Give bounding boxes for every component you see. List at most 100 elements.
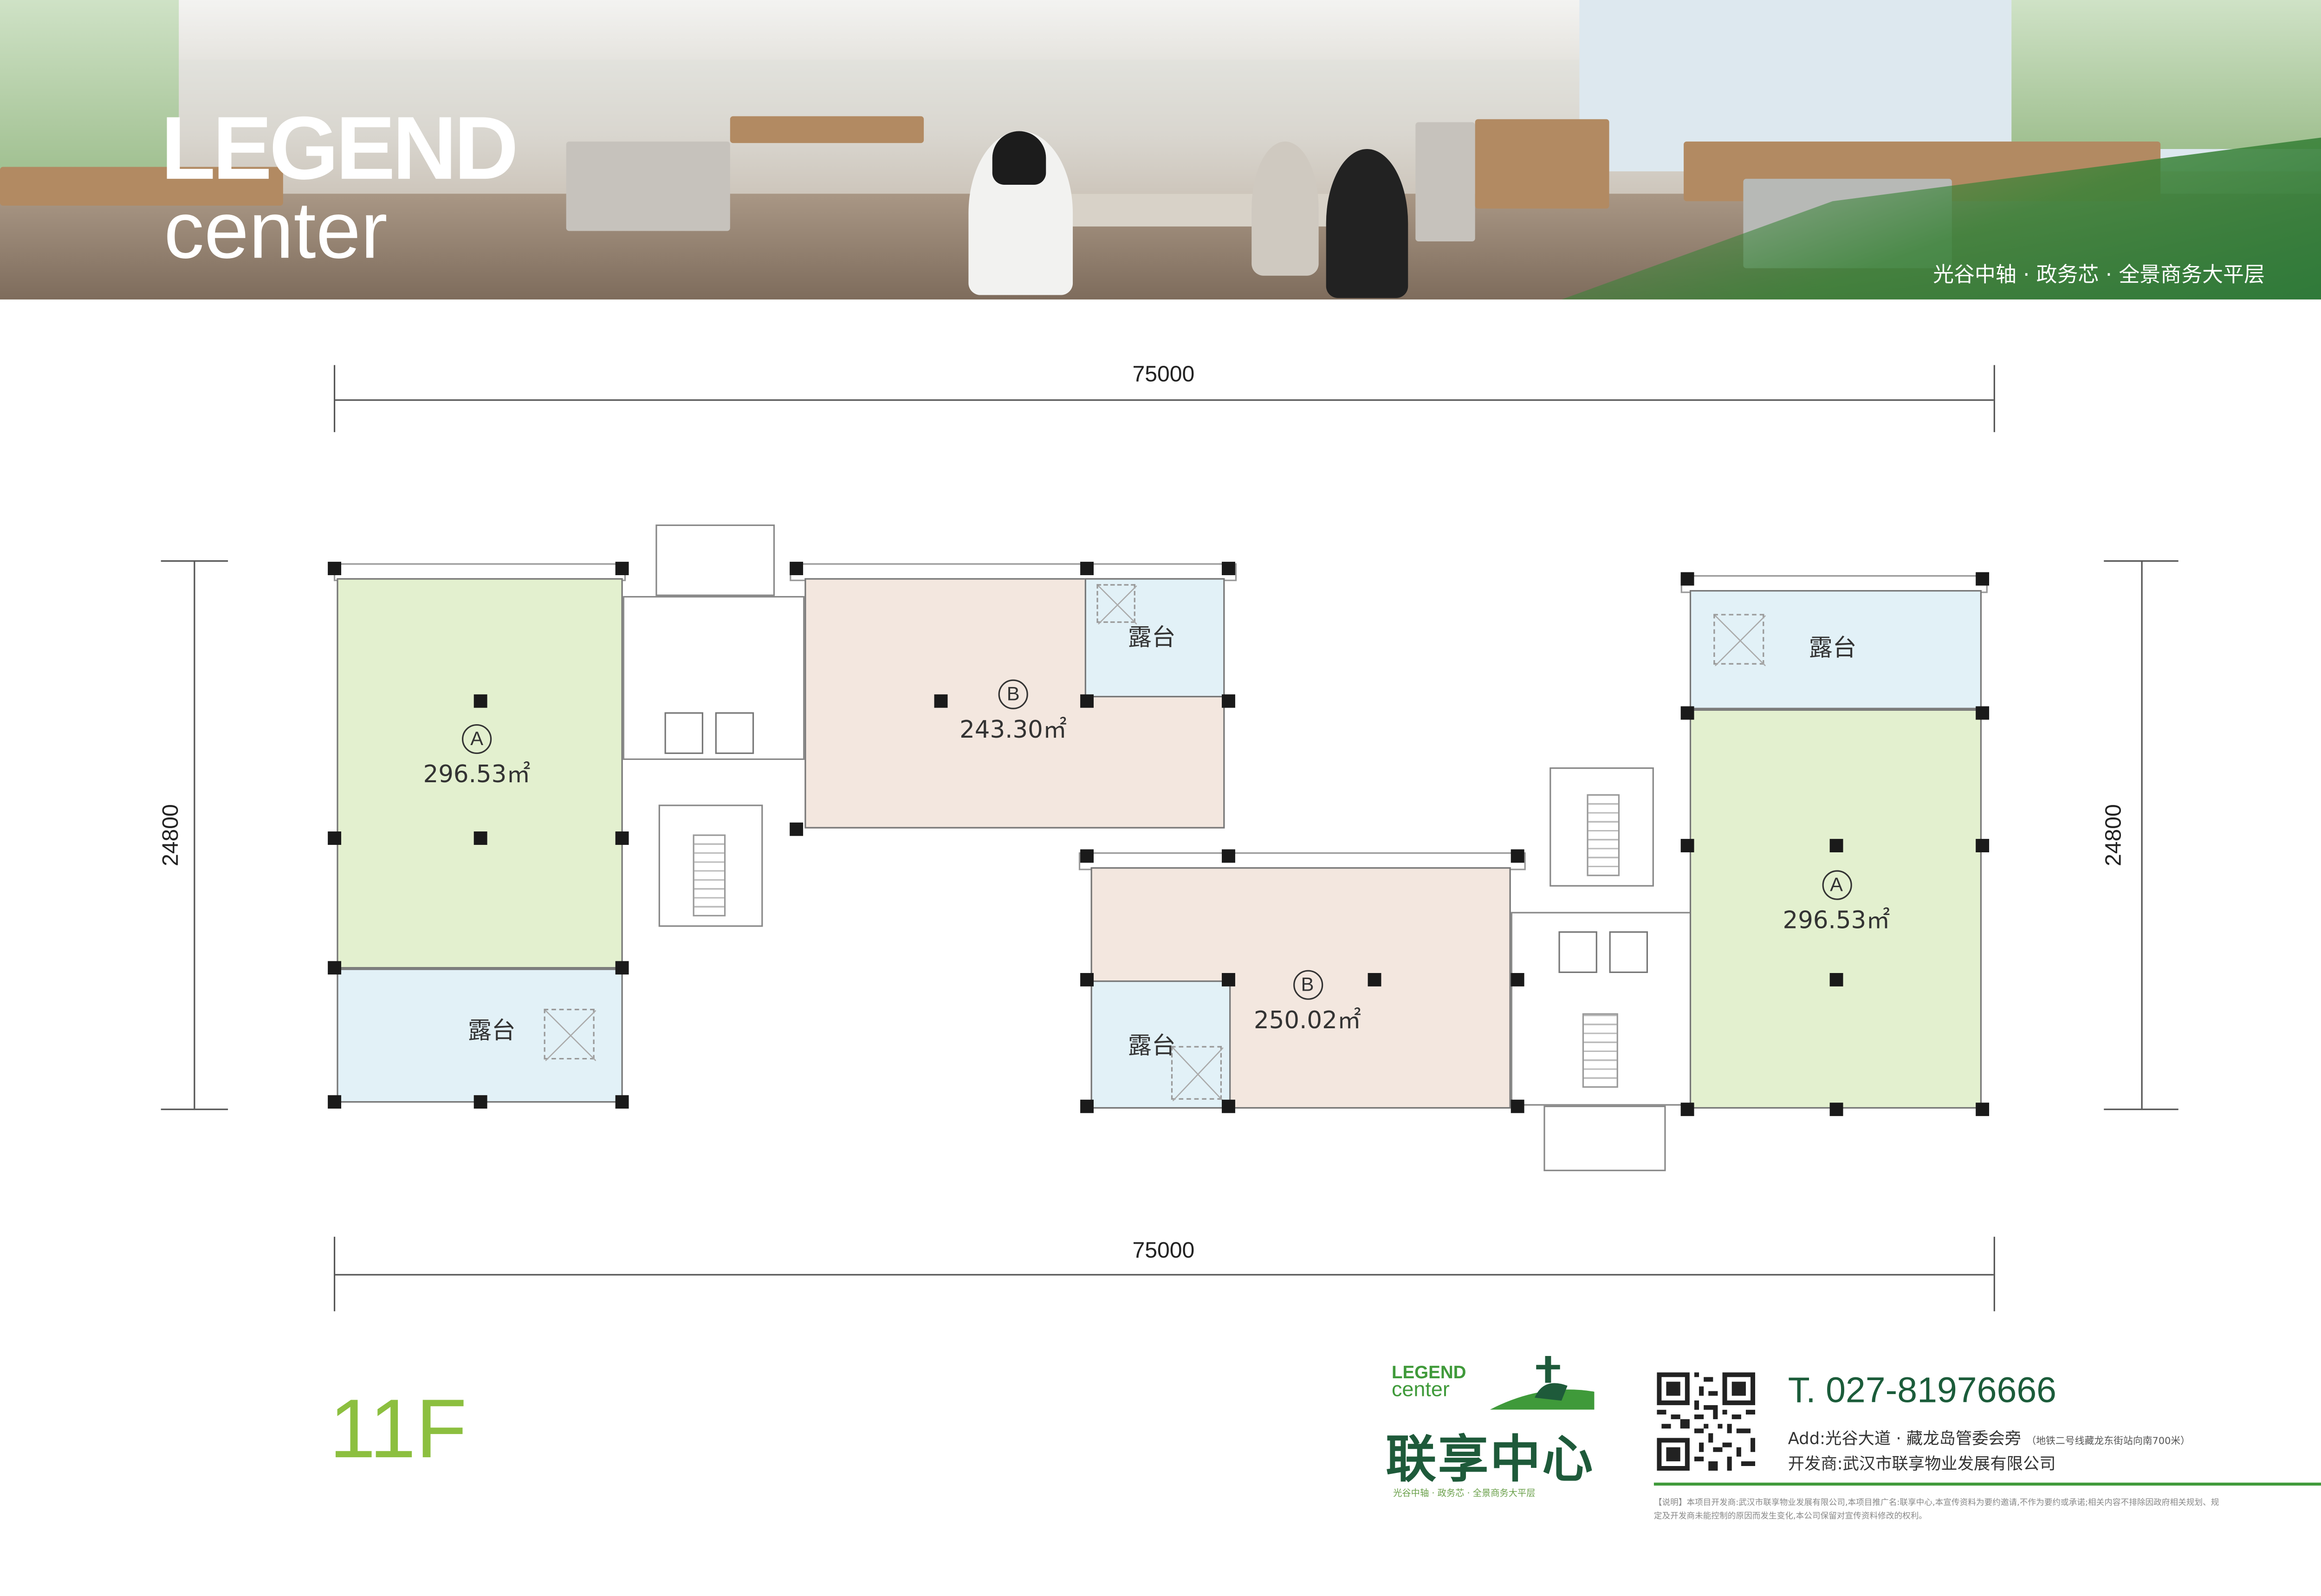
footer-logo-cn: 联享中心: [1386, 1430, 1595, 1490]
banner-desk: [730, 116, 924, 143]
contact-developer: 开发商:武汉市联享物业发展有限公司: [1788, 1454, 2056, 1474]
footer-divider: [1653, 1482, 2321, 1486]
column: [1976, 839, 1990, 853]
column: [1080, 849, 1094, 863]
column: [1511, 973, 1524, 986]
banner-photo: LEGEND center 光谷中轴 · 政务芯 · 全景商务大平层: [0, 0, 2321, 300]
unit-b-lower-area: 250.02㎡: [1254, 1006, 1361, 1034]
stair-left-steps: [693, 834, 726, 917]
shaft-box: [1096, 584, 1137, 624]
core-left-top: [655, 524, 775, 596]
column: [328, 831, 342, 845]
terrace-right-top: [1689, 590, 1982, 709]
column: [1080, 694, 1094, 708]
column: [615, 562, 629, 575]
banner-desk: [0, 167, 283, 206]
banner-greenery: [2011, 0, 2321, 149]
elevator: [1609, 931, 1648, 973]
column: [1222, 562, 1235, 575]
banner-partition: [566, 141, 730, 231]
footer-logo-center: center: [1391, 1376, 1450, 1401]
banner-person-head: [992, 131, 1046, 185]
column: [1680, 706, 1694, 720]
footer-logo-sub: 光谷中轴 · 政务芯 · 全景商务大平层: [1393, 1488, 1536, 1499]
column: [1829, 973, 1843, 986]
stair-right-steps: [1587, 794, 1620, 876]
terrace-lower-label: 露台: [1128, 1031, 1176, 1060]
column: [1511, 1099, 1524, 1113]
terrace-upper: [1084, 578, 1225, 698]
column: [1680, 839, 1694, 853]
unit-a-left-badge: A: [462, 724, 492, 754]
contact-phone: T. 027-81976666: [1788, 1371, 2057, 1411]
column: [1080, 562, 1094, 575]
column: [473, 1095, 487, 1109]
unit-b-upper-label: B 243.30㎡: [946, 678, 1080, 745]
dimension-bottom-label: 75000: [1132, 1238, 1195, 1264]
footer-logo-legend: LEGEND: [1391, 1362, 1466, 1383]
banner-partition: [1415, 122, 1475, 241]
elevator: [715, 712, 754, 754]
dimension-top-label: 75000: [1132, 362, 1195, 388]
column: [1368, 973, 1381, 986]
unit-a-left-area: 296.53㎡: [423, 759, 531, 788]
logo-emblem-icon: [1490, 1356, 1595, 1410]
column: [934, 694, 948, 708]
unit-b-upper-area: 243.30㎡: [960, 715, 1067, 744]
dimension-left-label: 24800: [158, 804, 184, 867]
banner-cabinet: [1475, 119, 1609, 209]
terrace-lower: [1090, 980, 1231, 1109]
column: [1222, 694, 1235, 708]
footer-disclaimer: 【说明】本项目开发商:武汉市联享物业发展有限公司,本项目推广名:联享中心,本宣传…: [1653, 1499, 2219, 1522]
qr-code-icon: [1657, 1372, 1756, 1471]
banner-logo-legend: LEGEND: [161, 98, 519, 198]
column: [615, 961, 629, 975]
terrace-upper-label: 露台: [1128, 623, 1176, 651]
column: [1080, 973, 1094, 986]
column: [1829, 839, 1843, 853]
column: [1222, 849, 1235, 863]
contact-address-main: Add:光谷大道 · 藏龙岛管委会旁: [1788, 1429, 2022, 1448]
contact-address-note: （地铁二号线藏龙东街站向南700米）: [2026, 1435, 2191, 1447]
unit-a-right-badge: A: [1821, 870, 1852, 900]
terrace-right-label: 露台: [1809, 633, 1857, 662]
unit-a-right-area: 296.53㎡: [1783, 906, 1890, 934]
column: [328, 1095, 342, 1109]
column: [615, 1095, 629, 1109]
column: [1511, 849, 1524, 863]
column: [1829, 1103, 1843, 1116]
column: [1222, 1099, 1235, 1113]
column: [1976, 572, 1990, 586]
unit-b-upper-badge: B: [998, 679, 1028, 709]
unit-a-right: [1689, 709, 1982, 1109]
column: [790, 562, 804, 575]
column: [615, 831, 629, 845]
column: [1680, 572, 1694, 586]
floor-label: 11F: [329, 1381, 467, 1475]
shaft-box: [544, 1009, 596, 1061]
banner-logo-center: center: [164, 186, 388, 276]
banner-person: [1251, 141, 1319, 276]
contact-address: Add:光谷大道 · 藏龙岛管委会旁 （地铁二号线藏龙东街站向南700米）: [1788, 1426, 2190, 1450]
unit-a-right-label: A 296.53㎡: [1766, 869, 1907, 935]
stair-core-steps: [1582, 1013, 1618, 1088]
column: [1080, 1099, 1094, 1113]
unit-a-left: [337, 578, 623, 969]
unit-a-left-label: A 296.53㎡: [417, 723, 537, 790]
column: [1680, 1103, 1694, 1116]
banner-slogan: 光谷中轴 · 政务芯 · 全景商务大平层: [1933, 264, 2265, 288]
banner-window-left: [0, 0, 179, 179]
core-right-bottom: [1543, 1105, 1666, 1171]
elevator: [1558, 931, 1597, 973]
terrace-left-label: 露台: [467, 1016, 516, 1045]
column: [790, 822, 804, 836]
column: [328, 562, 342, 575]
column: [1976, 706, 1990, 720]
shaft-box: [1171, 1046, 1224, 1102]
column: [473, 831, 487, 845]
dimension-right-label: 24800: [2101, 804, 2127, 867]
column: [1222, 973, 1235, 986]
column: [1976, 1103, 1990, 1116]
elevator: [664, 712, 704, 754]
